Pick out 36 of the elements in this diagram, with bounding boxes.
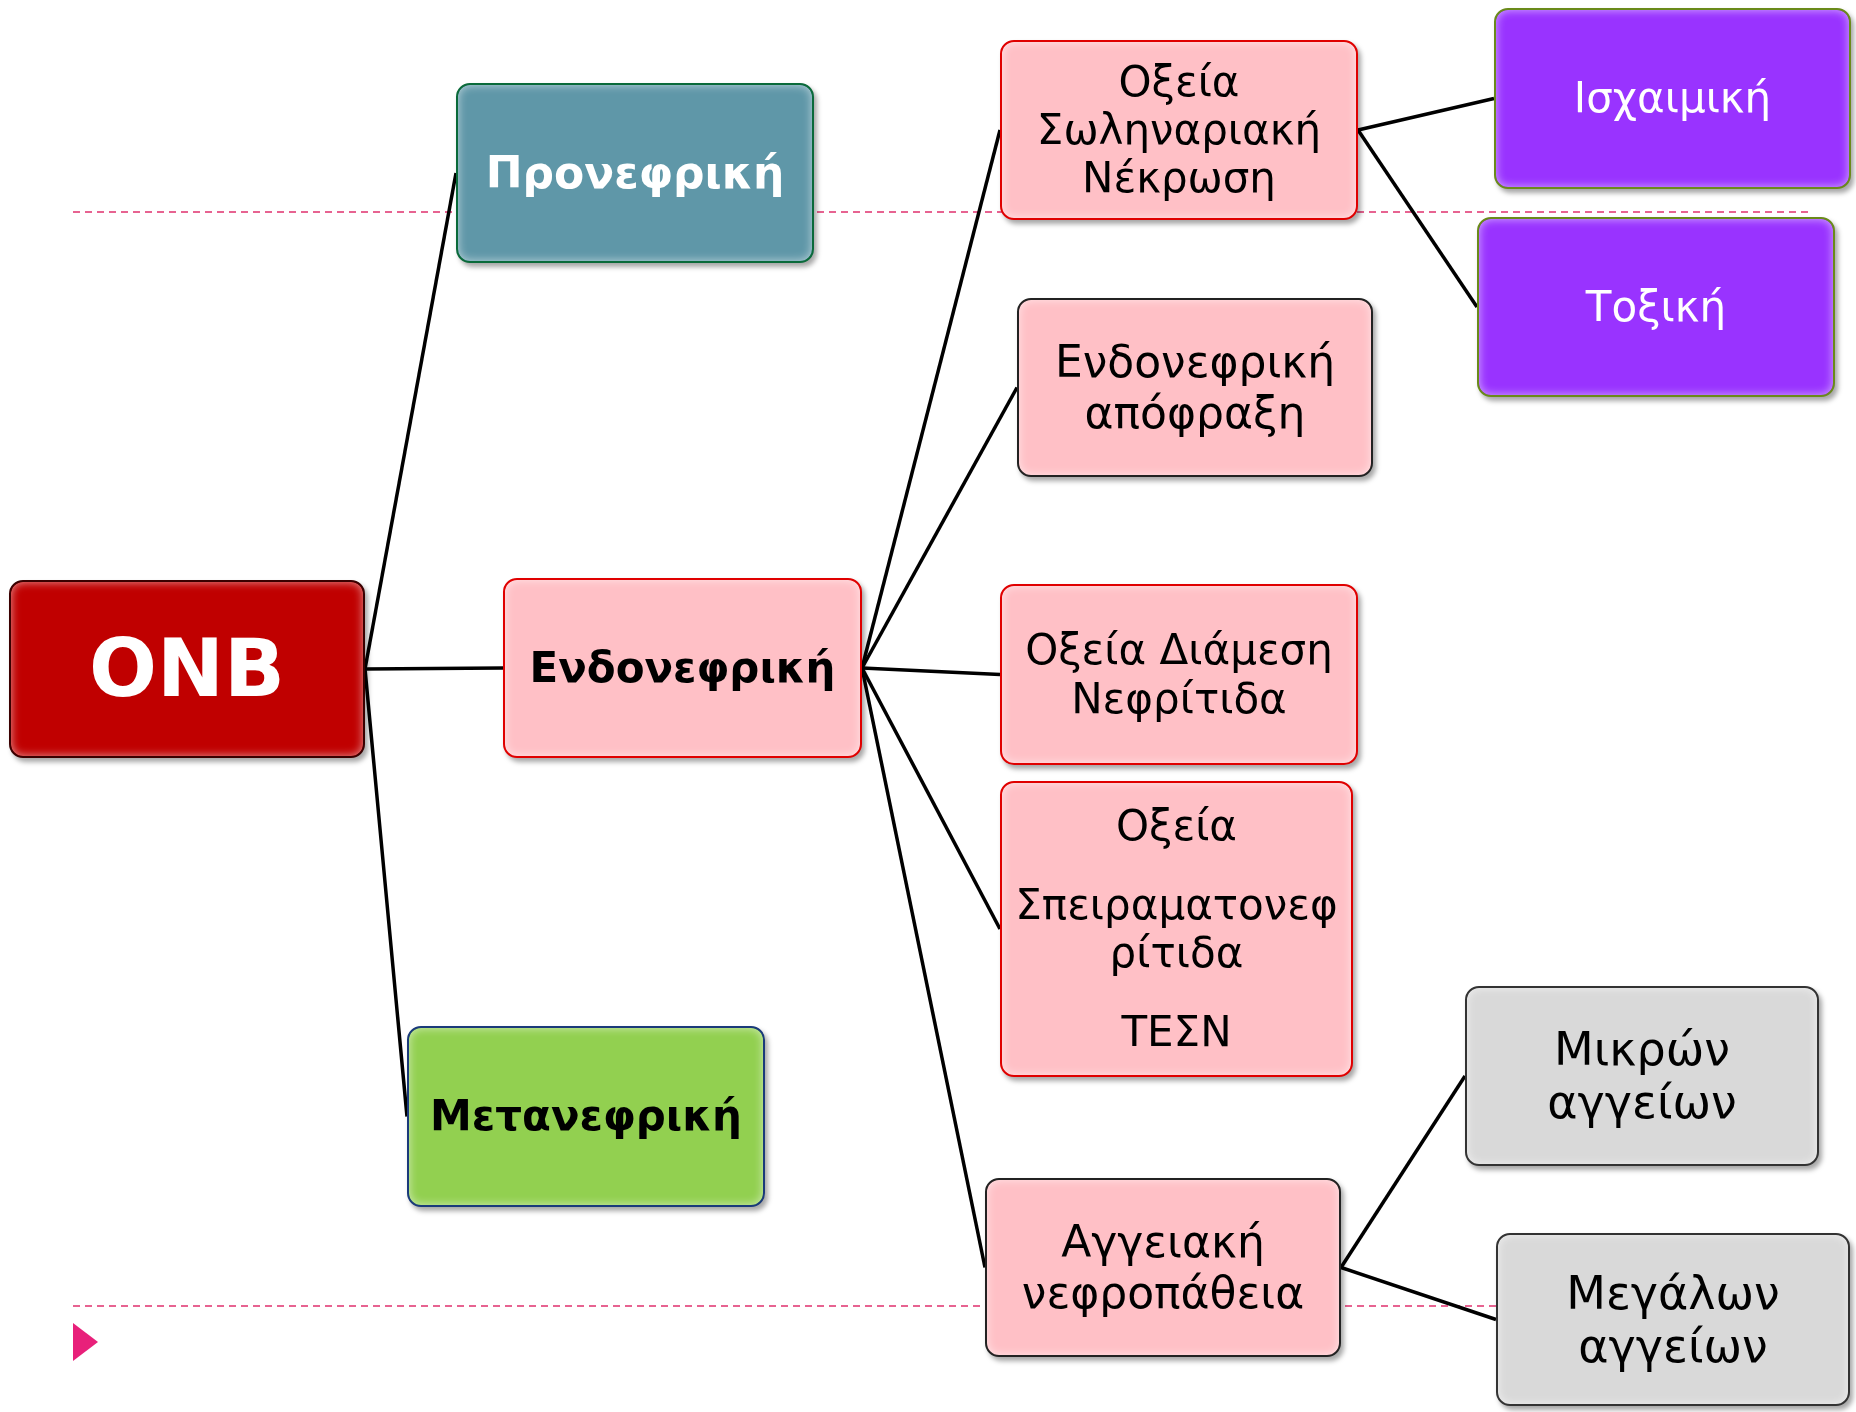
connector-line [1357,96,1495,132]
category-box [1000,781,1353,1077]
box-text: Οξεία Σωληναριακή Νέκρωση [1035,57,1323,203]
box-text: Τοξική [1585,282,1727,332]
box-text: Οξεία Διάμεση Νεφρίτιδα [1024,626,1334,723]
connector-line [1356,129,1479,308]
category-box [1017,298,1373,477]
box-text: Αγγειακή νεφροπάθεια [1020,1216,1306,1319]
box-text: Προνεφρική [485,147,785,199]
category-box [1496,1233,1850,1406]
box-text: Μικρών αγγείων [1546,1023,1738,1129]
box-text: Ισχαιμική [1573,74,1772,123]
connector-line [1339,1075,1467,1269]
category-box [985,1178,1341,1357]
box-text: Ενδονεφρική [529,643,836,693]
category-box [1465,986,1819,1166]
category-box [456,83,814,263]
connector-line [1340,1265,1497,1322]
box-text: Σπειραματονεφρίτιδα [1014,880,1339,978]
box-text: ΤΕΣΝ [1121,1007,1232,1056]
category-box [503,578,862,758]
connector-line [861,666,1001,677]
category-box [1000,584,1358,765]
connector-line [363,668,409,1117]
category-box [1477,217,1835,397]
root-box [9,580,365,758]
connector-line [365,666,503,671]
category-box [1000,40,1358,220]
connector-line [363,172,458,670]
box-text: ONB [89,623,285,715]
category-box [1494,8,1851,189]
category-box [407,1026,765,1207]
box-text: Μετανεφρική [430,1092,742,1141]
box-text: Ενδονεφρική απόφραξη [1053,336,1337,439]
box-text: Οξεία [1115,802,1238,851]
box-text: Μεγάλων αγγείων [1565,1266,1781,1373]
